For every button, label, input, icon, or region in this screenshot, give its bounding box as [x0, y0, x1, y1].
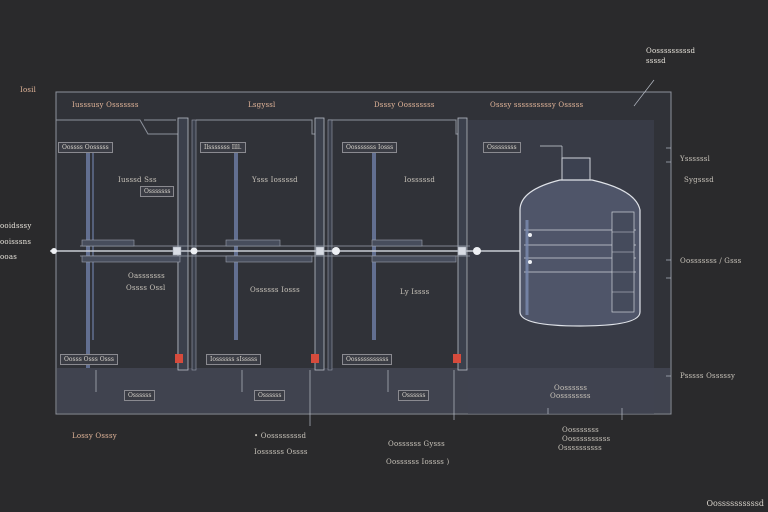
column-1-lower-label-b: Ossss Ossl: [126, 284, 166, 292]
bottom-label-3b: Oossssss Iossss ): [386, 458, 450, 466]
column-2: [191, 117, 325, 371]
corner-label: Oossssssssssd: [706, 499, 764, 508]
bottom-label-4a: Oossssss: [554, 384, 588, 392]
bottom-box-1: Ossssss: [124, 390, 156, 401]
top-right-label-2: ssssd: [646, 57, 666, 65]
top-left-mark: Iosil: [20, 86, 37, 94]
right-label-d: Psssss Osssssy: [680, 372, 736, 380]
bottom-label-4b: Oossssssss: [550, 392, 591, 400]
right-label-c: Oosssssss / Gsss: [680, 257, 742, 265]
right-label-a: Yssssssl: [680, 155, 711, 163]
column-4-title: Osssy ssssssssssy Osssss: [490, 101, 584, 109]
bottom-label-2a: • Oossssssssd: [254, 432, 307, 440]
column-2-mid-label: Ysss Iossssd: [252, 176, 298, 184]
column-1-mid-label: Iusssd Sss: [118, 176, 157, 184]
left-label-2: ooisssns: [0, 238, 32, 246]
top-right-label-1: Oosssssssssd: [646, 47, 696, 55]
bottom-label-5b: Oossssssssss: [562, 435, 611, 443]
bottom-label-5a: Oosssssss: [562, 426, 599, 434]
red-markers: [175, 354, 461, 363]
column-3-title: Dsssy Oosssssss: [374, 101, 435, 109]
left-label-3: ooas: [0, 253, 17, 261]
column-2-title: Lsgyssl: [248, 101, 276, 109]
column-1-top-box: Oossss Oosssss: [58, 142, 113, 153]
right-label-b: Sygsssd: [684, 176, 714, 184]
column-1-mid-box: Osssssss: [140, 186, 175, 197]
bottom-label-1: Lossy Osssy: [72, 432, 117, 440]
column-4-top-box: Ossssssss: [483, 142, 521, 153]
bottom-box-2: Ossssss: [254, 390, 286, 401]
column-3-top-box: Oosssssss Iosss: [342, 142, 398, 153]
column-3-mid-label: Iosssssd: [404, 176, 436, 184]
pipe-valves: [172, 246, 467, 256]
column-3-bottom-box: Oosssssssssss: [342, 354, 393, 365]
column-2-top-box: Ilsssssss Illl.: [200, 142, 246, 153]
bottom-label-3a: Oossssss Gysss: [388, 440, 445, 448]
column-1-bottom-box: Oosss Osss Osss: [60, 354, 118, 365]
bottom-label-2b: Iossssss Ossss: [254, 448, 308, 456]
column-1-lower-label-a: Oasssssss: [128, 272, 165, 280]
bottom-label-5c: Ossssssssss: [558, 444, 602, 452]
storage-tank: [519, 145, 641, 327]
bottom-box-3: Ossssss: [398, 390, 430, 401]
column-1-title: Iusssusy Osssssss: [72, 101, 139, 109]
left-label-1: ooidsssy: [0, 222, 32, 230]
column-2-bottom-box: Iossssss sIsssss: [206, 354, 262, 365]
column-2-lower-label: Ossssss Iosss: [250, 286, 300, 294]
leader-lines: [95, 79, 671, 426]
main-pipe: [50, 239, 520, 263]
pipe-nodes: [51, 247, 481, 255]
column-3-lower-label: Ly Issss: [400, 288, 430, 296]
